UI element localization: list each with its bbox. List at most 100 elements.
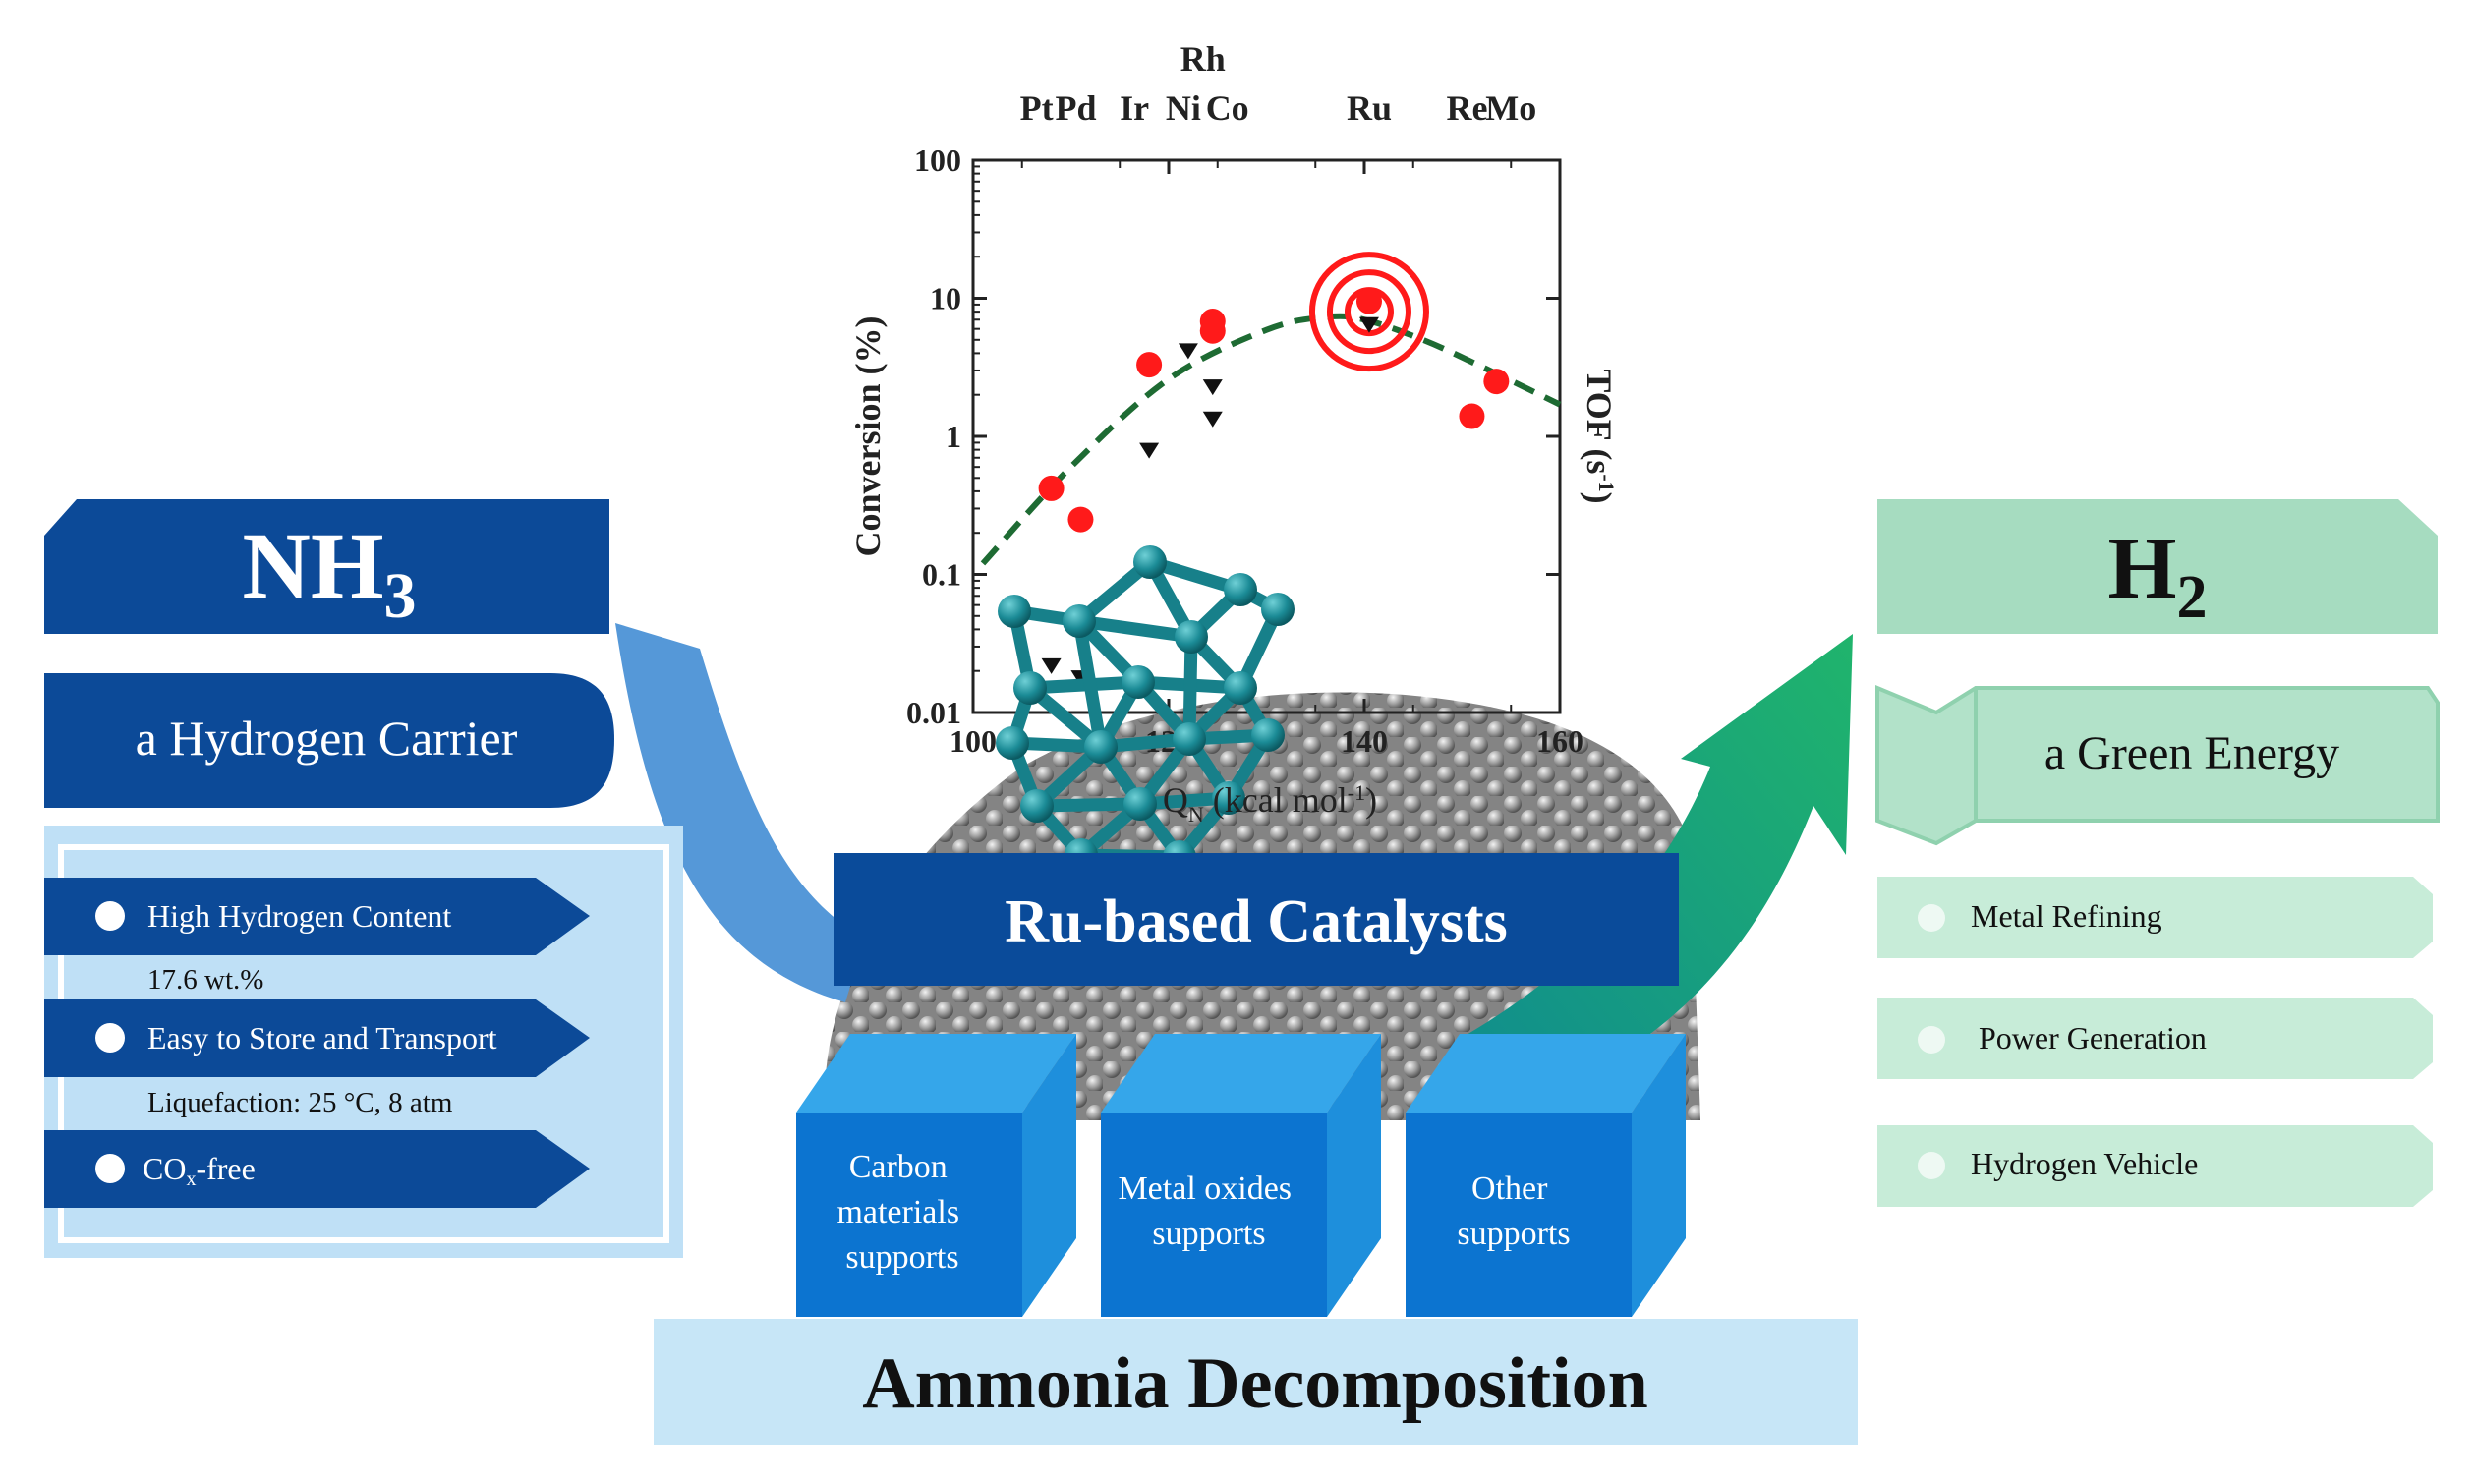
cluster-atom bbox=[996, 726, 1029, 760]
h2-item-3: Hydrogen Vehicle bbox=[1877, 1125, 2433, 1207]
cluster-bond bbox=[1072, 614, 1198, 644]
cluster-atom bbox=[1173, 722, 1206, 756]
chart-scatter: 0.010.1110100100120140160 PtPdIrNiCoRhRu… bbox=[848, 39, 1619, 759]
nh3-item-label-1: High Hydrogen Content bbox=[147, 898, 451, 934]
support-label-1-line-3: supports bbox=[845, 1239, 958, 1276]
nh3-formula-sub: 3 bbox=[384, 560, 417, 632]
support-label-2-line-2: supports bbox=[1152, 1216, 1265, 1252]
metal-label-ni: Ni bbox=[1166, 88, 1201, 128]
chart-ylabel-right: TOF (s-1) bbox=[1580, 369, 1619, 503]
cluster-bond bbox=[1072, 614, 1108, 754]
catalyst-label: Ru-based Catalysts bbox=[1005, 888, 1508, 955]
h2-panel: H2 a Green Energy Metal Refining Power G… bbox=[1875, 499, 2440, 1207]
nh3-subtitle-banner bbox=[44, 673, 614, 808]
nh3-item-label-3: COx-free bbox=[143, 1151, 256, 1190]
tof-point-3 bbox=[1139, 442, 1160, 459]
cluster-atom bbox=[1122, 665, 1155, 699]
chart-xlabel-sup: -1 bbox=[1348, 780, 1365, 805]
metal-label-mo: Mo bbox=[1485, 88, 1536, 128]
nh3-item-label-2: Easy to Store and Transport bbox=[147, 1020, 497, 1056]
conversion-point-1 bbox=[1038, 475, 1065, 501]
h2-title-banner bbox=[1877, 499, 2438, 634]
nh3-item-bullet-icon-1 bbox=[95, 901, 125, 931]
chart-ylabel-right-main: TOF (s bbox=[1580, 369, 1619, 474]
chart-xlabel-sub: N bbox=[1188, 802, 1204, 827]
metal-label-ru: Ru bbox=[1347, 88, 1392, 128]
h2-item-label-1: Metal Refining bbox=[1971, 898, 2162, 934]
support-label-1-line-1: Carbon bbox=[849, 1149, 948, 1185]
h2-item-bullet-icon-3 bbox=[1918, 1152, 1945, 1179]
cluster-atom bbox=[1123, 787, 1157, 821]
metal-label-co: Co bbox=[1206, 88, 1249, 128]
support-label-1-line-2: materials bbox=[836, 1194, 959, 1230]
h2-item-2: Power Generation bbox=[1877, 998, 2433, 1079]
nh3-item-bullet-icon-2 bbox=[95, 1023, 125, 1053]
tof-point-7 bbox=[1358, 316, 1379, 333]
y-tick-label: 0.01 bbox=[906, 695, 961, 730]
h2-item-label-2: Power Generation bbox=[1979, 1020, 2207, 1056]
conversion-point-5 bbox=[1199, 317, 1226, 344]
tof-point-6 bbox=[1202, 411, 1223, 428]
nh3-item-arrow-2 bbox=[44, 999, 590, 1077]
chart-ylabel-left: Conversion (%) bbox=[848, 316, 888, 557]
chart-xlabel-end: ) bbox=[1365, 780, 1377, 820]
cluster-atom bbox=[1084, 730, 1118, 764]
nh3-subtitle: a Hydrogen Carrier bbox=[136, 711, 518, 766]
nh3-item-label-3-rest: -free bbox=[196, 1151, 255, 1186]
h2-formula-main: H bbox=[2107, 520, 2176, 617]
nh3-item-label-3-main: CO bbox=[143, 1151, 186, 1186]
h2-subtitle-banner bbox=[1875, 685, 2440, 846]
cluster-atom bbox=[1251, 718, 1285, 752]
cluster-atom bbox=[1013, 671, 1047, 705]
catalyst-banner bbox=[834, 853, 1679, 986]
cluster-atom bbox=[1261, 593, 1295, 626]
x-tick-label: 140 bbox=[1341, 723, 1388, 759]
chart-xlabel-main: Q bbox=[1163, 780, 1188, 820]
y-tick-label: 100 bbox=[914, 143, 961, 178]
support-cube-3: Other supports bbox=[1406, 1034, 1686, 1317]
conversion-point-6 bbox=[1355, 288, 1382, 314]
highlight-ring-1 bbox=[1308, 252, 1429, 372]
support-label-1: Carbon materials supports bbox=[836, 1149, 967, 1276]
metal-label-re: Re bbox=[1446, 88, 1487, 128]
nh3-item-note-1: 17.6 wt.% bbox=[147, 964, 263, 996]
h2-formula-sub: 2 bbox=[2177, 564, 2208, 631]
ammonia-decomposition-label: Ammonia Decomposition bbox=[862, 1343, 1648, 1424]
metal-label-pd: Pd bbox=[1055, 88, 1096, 128]
nh3-formula: NH3 bbox=[243, 513, 417, 632]
nh3-item-label-3-sub: x bbox=[186, 1169, 196, 1190]
ammonia-decomposition-banner bbox=[654, 1319, 1858, 1445]
h2-item-1: Metal Refining bbox=[1877, 877, 2433, 958]
conversion-point-2 bbox=[1067, 506, 1094, 533]
chart-trend-curve bbox=[980, 313, 1562, 566]
support-label-2: Metal oxides supports bbox=[1118, 1170, 1299, 1252]
metal-label-pt: Pt bbox=[1020, 88, 1054, 128]
ru-highlight-target-icon bbox=[1308, 252, 1429, 372]
cluster-atom bbox=[1224, 671, 1257, 705]
highlight-ring-2 bbox=[1326, 269, 1411, 355]
metal-label-ir: Ir bbox=[1120, 88, 1149, 128]
tof-point-1 bbox=[1041, 657, 1062, 674]
support-cube-2: Metal oxides supports bbox=[1101, 1034, 1381, 1317]
nh3-title-banner bbox=[44, 499, 609, 634]
conversion-point-8 bbox=[1483, 369, 1510, 395]
cluster-bond bbox=[1182, 630, 1198, 746]
nh3-formula-main: NH bbox=[243, 513, 384, 618]
nh3-item-bullet-icon-3 bbox=[95, 1154, 125, 1183]
h2-item-bullet-icon-1 bbox=[1918, 904, 1945, 932]
chart-point-group bbox=[1038, 288, 1510, 687]
chart-xlabel-rest: (kcal mol bbox=[1204, 780, 1348, 820]
x-tick-label: 160 bbox=[1536, 723, 1583, 759]
tof-point-5 bbox=[1202, 379, 1223, 396]
support-label-3-line-1: Other bbox=[1471, 1170, 1548, 1207]
h2-formula: H2 bbox=[2107, 520, 2207, 631]
support-cube-1: Carbon materials supports bbox=[796, 1034, 1076, 1317]
nh3-panel: NH3 a Hydrogen Carrier High Hydrogen Con… bbox=[44, 499, 683, 1258]
conversion-point-7 bbox=[1459, 403, 1485, 429]
h2-subtitle: a Green Energy bbox=[2044, 727, 2339, 779]
ru-nanocluster-image bbox=[996, 545, 1295, 874]
cluster-atom bbox=[1020, 789, 1054, 823]
